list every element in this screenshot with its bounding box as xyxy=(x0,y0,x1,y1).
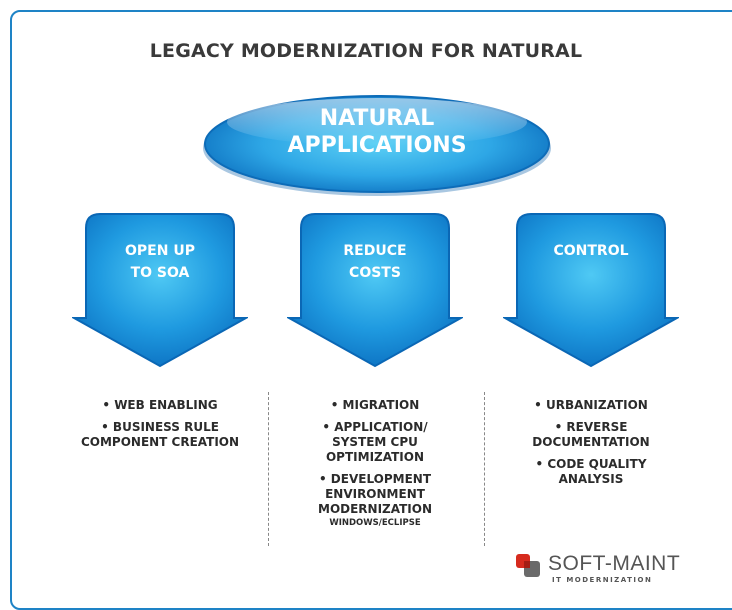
list-open-up-to-soa: • WEB ENABLING • BUSINESS RULE COMPONENT… xyxy=(72,398,248,457)
list-item-note: WINDOWS/ECLIPSE xyxy=(329,518,421,528)
list-control: • URBANIZATION • REVERSE DOCUMENTATION •… xyxy=(515,398,667,494)
diagram-title: LEGACY MODERNIZATION FOR NATURAL xyxy=(149,40,583,62)
arrow-label-line2: TO SOA xyxy=(130,265,190,281)
list-item: • BUSINESS RULE COMPONENT CREATION xyxy=(80,420,240,449)
list-item: • DEVELOPMENT ENVIRONMENT MODERNIZATION xyxy=(318,472,432,516)
center-label-line1: NATURAL xyxy=(319,106,435,131)
list-item: • MIGRATION xyxy=(330,398,420,412)
list-item: • APPLICATION/ SYSTEM CPU OPTIMIZATION xyxy=(322,420,428,464)
arrow-reduce-costs: REDUCE COSTS xyxy=(287,210,463,370)
soft-maint-logo: SOFT-MAINT IT MODERNIZATION xyxy=(512,552,712,584)
arrow-control: CONTROL xyxy=(503,210,679,370)
center-label: NATURAL APPLICATIONS xyxy=(199,105,555,159)
column-divider xyxy=(268,392,269,546)
column-divider xyxy=(484,392,485,546)
list-reduce-costs: • MIGRATION • APPLICATION/ SYSTEM CPU OP… xyxy=(300,398,450,529)
list-item: • CODE QUALITY ANALYSIS xyxy=(535,457,647,486)
natural-applications-ellipse: NATURAL APPLICATIONS xyxy=(199,92,555,200)
arrow-label-line1: REDUCE xyxy=(343,243,407,259)
arrow-label-line1: CONTROL xyxy=(553,243,629,259)
center-label-line2: APPLICATIONS xyxy=(287,133,467,158)
logo-icon xyxy=(516,554,540,577)
list-item: • REVERSE DOCUMENTATION xyxy=(532,420,650,449)
arrow-open-up-to-soa: OPEN UP TO SOA xyxy=(72,210,248,370)
logo-name: SOFT-MAINT xyxy=(548,552,681,575)
list-item: • WEB ENABLING xyxy=(102,398,218,412)
arrow-label-line2: COSTS xyxy=(349,265,401,281)
logo-tagline: IT MODERNIZATION xyxy=(552,576,653,584)
arrow-label-line1: OPEN UP xyxy=(125,243,195,259)
list-item: • URBANIZATION xyxy=(534,398,648,412)
